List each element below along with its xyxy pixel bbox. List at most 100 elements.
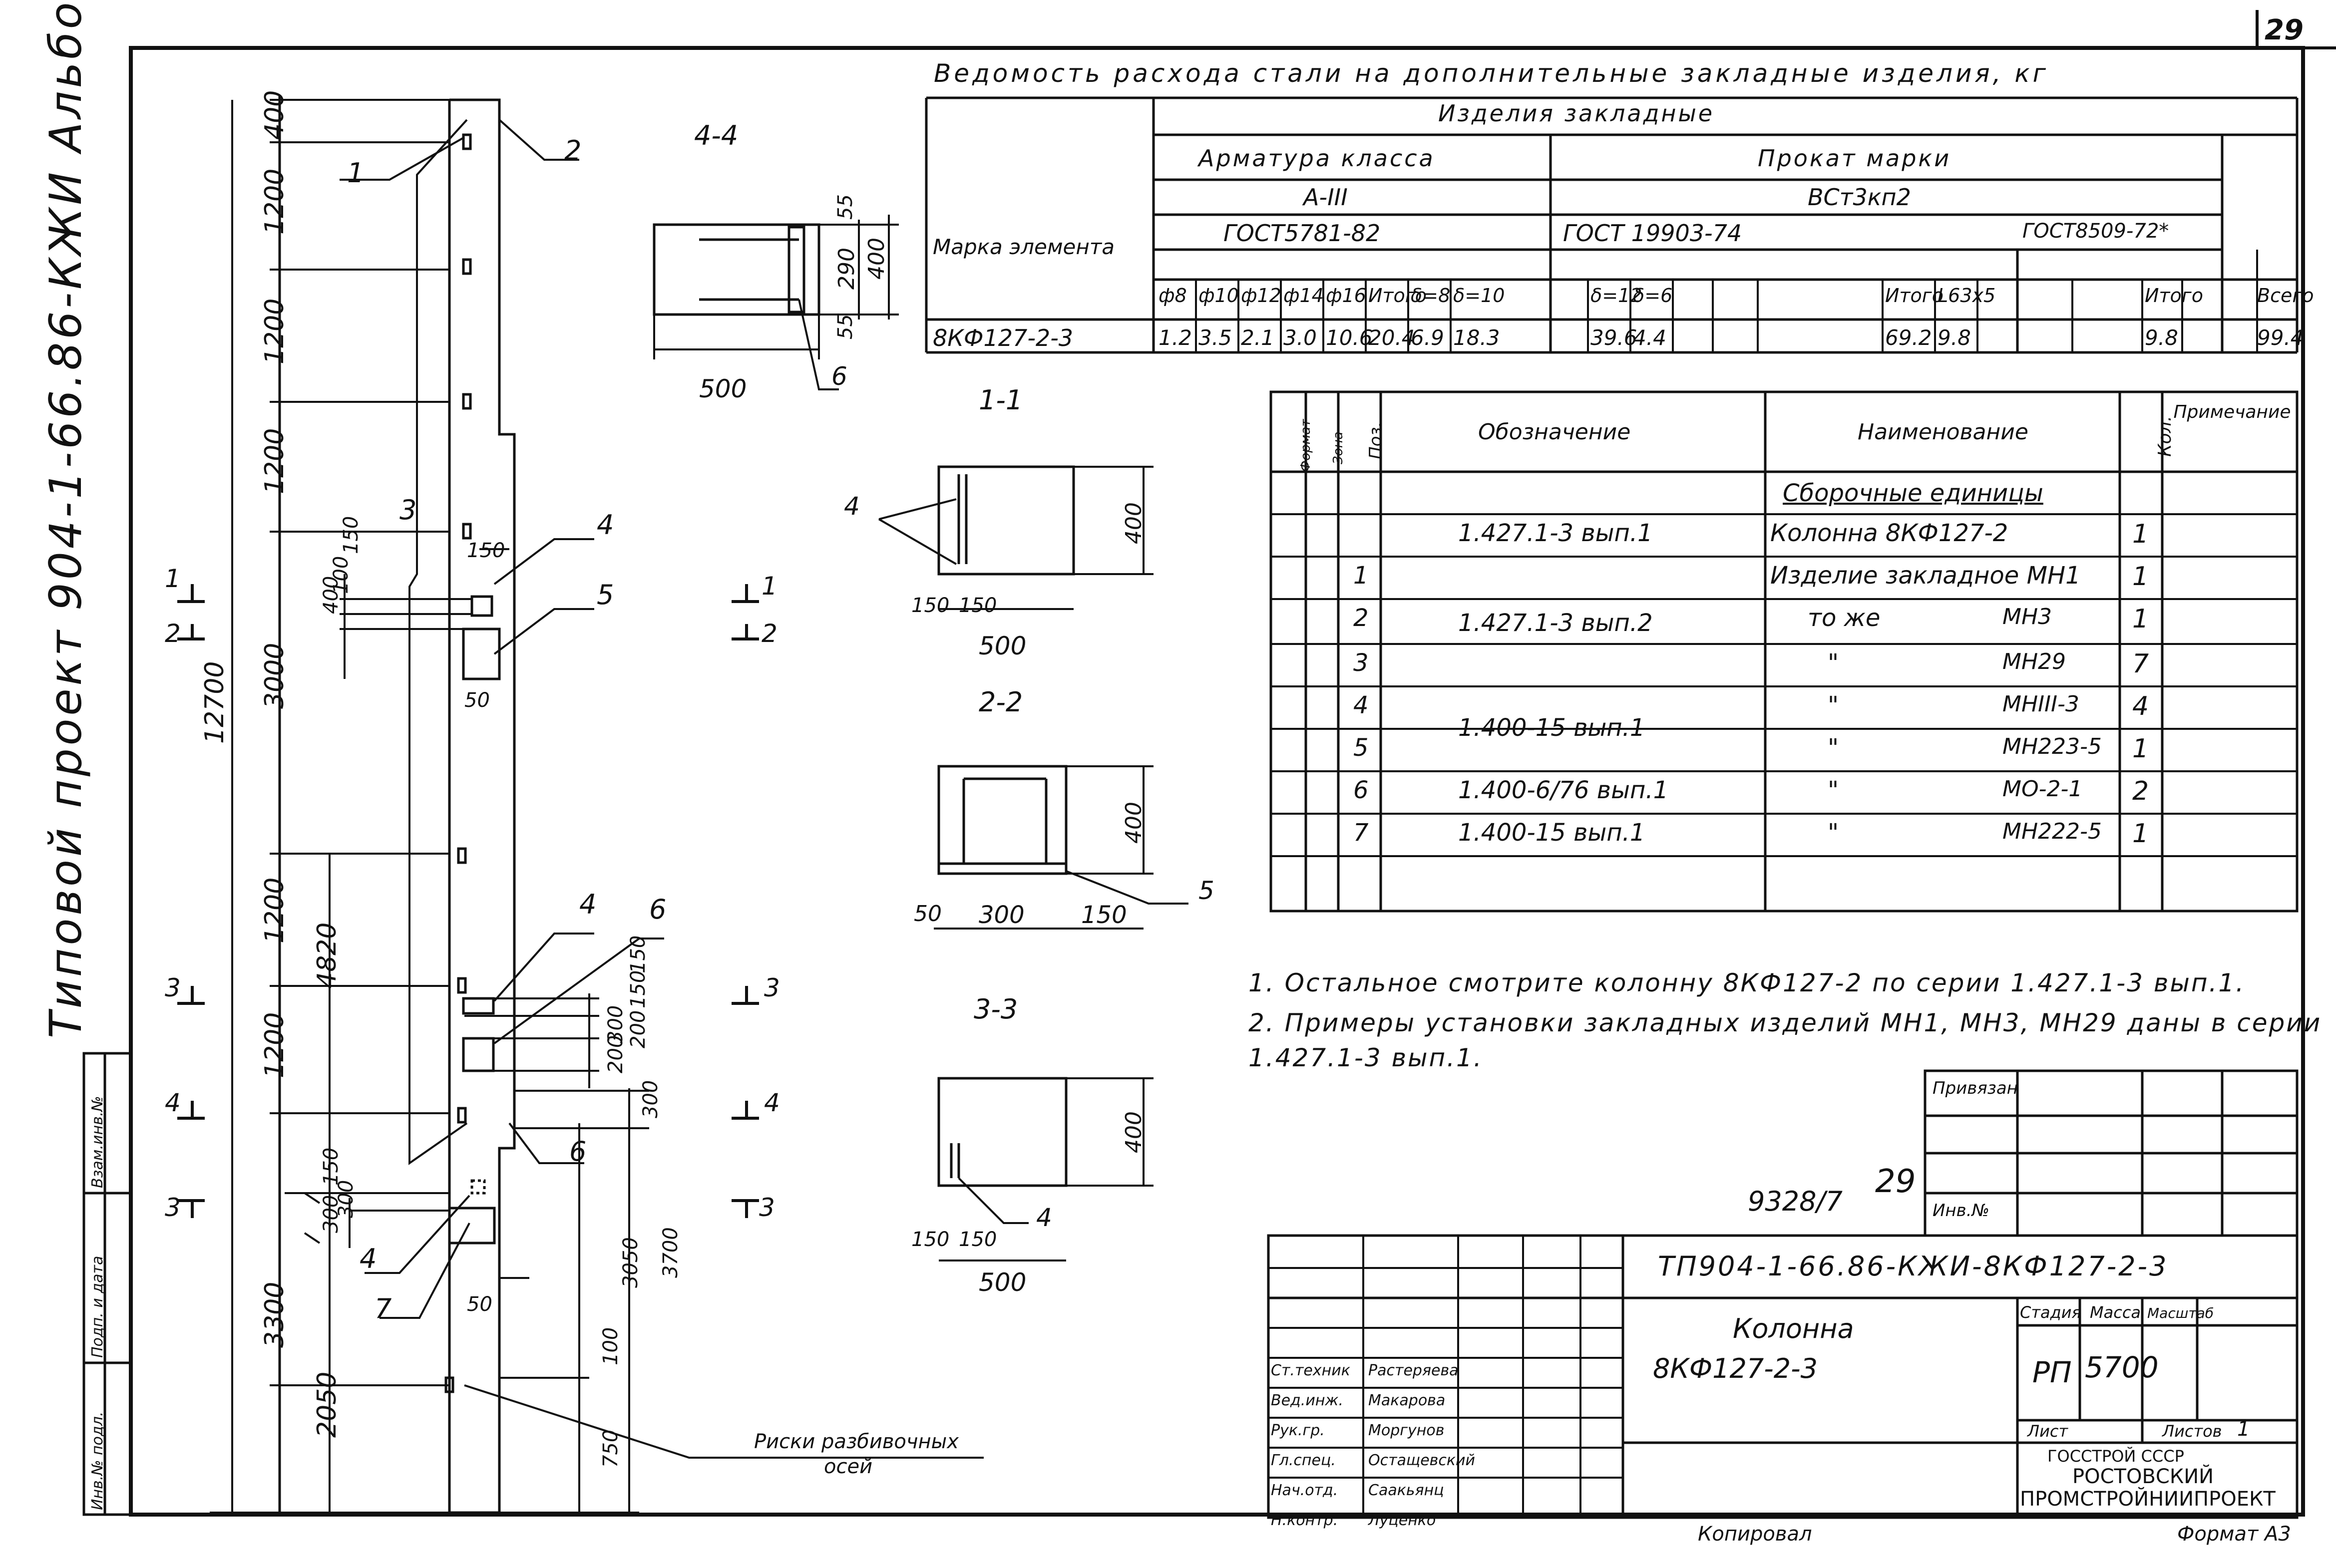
spec-mark: МН222-5 xyxy=(2002,819,2102,844)
steel-table-title: Ведомость расхода стали на дополнительны… xyxy=(934,59,2049,88)
steel-cell: 2.1 xyxy=(1241,325,1274,350)
note-2: 2. Примеры установки закладных изделий М… xyxy=(1248,1008,2322,1037)
elev-dim-left: 1200 xyxy=(260,168,290,235)
s22-dim-400: 400 xyxy=(1121,802,1147,844)
s44-dim-500: 500 xyxy=(699,374,747,403)
elev-callout: 6 xyxy=(569,1136,587,1167)
steel-cell: 69.2 xyxy=(1885,325,1932,350)
s22-dim-300: 300 xyxy=(979,901,1025,929)
left-stamp-signature-date: Подп. и дата xyxy=(89,1255,106,1358)
section-mark: 3 xyxy=(165,1193,181,1222)
steel-col-header: Итого xyxy=(2145,285,2204,307)
section-mark: 2 xyxy=(165,619,181,648)
steel-col-header: ф16 xyxy=(1326,285,1366,307)
spec-h-name: Наименование xyxy=(1858,419,2028,445)
tb-stage: РП xyxy=(2032,1355,2072,1389)
elev-callout: 1 xyxy=(347,157,365,189)
s33-dim-150a: 150 xyxy=(911,1228,950,1251)
staff-role: Нач.отд. xyxy=(1271,1482,1338,1499)
note-1: 1. Остальное смотрите колонну 8КФ127-2 п… xyxy=(1248,968,2246,997)
spec-h-zone: Зона xyxy=(1331,431,1346,464)
tb-sheet-h: Лист xyxy=(2027,1422,2068,1441)
steel-col-header: ф8 xyxy=(1159,285,1187,307)
plate-item-4 xyxy=(470,595,493,617)
s33-dim-400: 400 xyxy=(1121,1111,1147,1153)
s33-callout: 4 xyxy=(1036,1203,1052,1232)
steel-cell: 9.8 xyxy=(2145,325,2178,350)
section-4-4 xyxy=(653,215,899,390)
steel-col-header: ф10 xyxy=(1198,285,1239,307)
elev-dim-right: 150 xyxy=(467,539,505,562)
elev-dim-left: 1200 xyxy=(260,877,290,943)
spec-designation: 1.427.1-3 вып.1 xyxy=(1458,519,1653,547)
column-elevation xyxy=(177,95,984,1515)
spec-qty: 1 xyxy=(2132,604,2149,634)
spec-h-designation: Обозначение xyxy=(1478,419,1631,445)
spec-section: Сборочные единицы xyxy=(1783,479,2043,507)
elev-dim-right: 3050 xyxy=(619,1237,642,1288)
spec-name: Колонна 8КФ127-2 xyxy=(1770,519,2008,547)
spec-name: " xyxy=(1828,649,1839,677)
s22-dim-150: 150 xyxy=(1081,901,1127,929)
elev-dim-right: 750 xyxy=(599,1429,622,1468)
section-title-1-1: 1-1 xyxy=(979,384,1023,416)
side-title: Типовой проект 904-1-66.86-КЖИ Альбом 7 xyxy=(40,0,91,1038)
spec-qty: 7 xyxy=(2132,649,2149,679)
section-title-3-3: 3-3 xyxy=(974,993,1018,1025)
elev-callout: 5 xyxy=(597,579,614,611)
elev-dim-left: 1200 xyxy=(260,428,290,494)
steel-col-header: Всего xyxy=(2257,285,2314,307)
s11-callout: 4 xyxy=(844,492,860,521)
left-stamp-original-inv: Инв.№ подл. xyxy=(89,1411,106,1510)
steel-col-header: L63х5 xyxy=(1938,285,1996,307)
section-mark: 4 xyxy=(764,1088,780,1117)
tb-code: ТП904-1-66.86-КЖИ-8КФ127-2-3 xyxy=(1658,1251,2169,1282)
staff-role: Вед.инж. xyxy=(1271,1392,1343,1409)
steel-cell: 99.4 xyxy=(2257,325,2304,350)
section-mark: 3 xyxy=(165,973,181,1002)
spec-mark: МНIII-3 xyxy=(2002,691,2079,717)
steel-row-mark: 8КФ127-2-3 xyxy=(933,324,1074,351)
steel-col-header: ф12 xyxy=(1241,285,1281,307)
elev-dim-right: 200 xyxy=(627,1010,650,1048)
section-title-4-4: 4-4 xyxy=(694,120,739,151)
tb-org-3: ПРОМСТРОЙНИИПРОЕКТ xyxy=(2020,1488,2276,1511)
s22-callout: 5 xyxy=(1198,876,1214,905)
steel-cell: 4.4 xyxy=(1633,325,1666,350)
spec-pos: 7 xyxy=(1353,819,1369,847)
section-1-1 xyxy=(878,465,1154,610)
steel-table-group-header: Изделия закладные xyxy=(1438,100,1715,127)
tb-org-1: ГОССТРОЙ СССР xyxy=(2047,1447,2184,1466)
elev-dim-right: 3700 xyxy=(659,1227,682,1278)
copied-by: Копировал xyxy=(1698,1523,1812,1546)
spec-name: " xyxy=(1828,734,1839,762)
handwritten-no: 29 xyxy=(1875,1163,1916,1200)
tb-sheets: 1 xyxy=(2237,1418,2250,1441)
rolled-gost-2: ГОСТ8509-72* xyxy=(2022,220,2169,243)
steel-col-header: δ=10 xyxy=(1453,285,1505,307)
rebar-header: Арматура класса xyxy=(1198,145,1435,172)
s33-dim-150b: 150 xyxy=(959,1228,997,1251)
steel-cell: 10.6 xyxy=(1326,325,1373,350)
elev-dim-right: 100 xyxy=(599,1327,622,1365)
s11-dim-150a: 150 xyxy=(911,594,950,617)
section-3-3 xyxy=(937,1077,1154,1261)
plate-item-5 xyxy=(462,627,501,680)
spec-pos: 3 xyxy=(1353,649,1369,677)
elev-dim-left: 2050 xyxy=(312,1371,342,1438)
s44-dim-55b: 55 xyxy=(834,314,857,339)
elev-dim-right: 300 xyxy=(604,1005,627,1043)
elev-dim-left: 3000 xyxy=(260,642,290,709)
s44-dim-55a: 55 xyxy=(834,194,857,220)
spec-qty: 1 xyxy=(2132,562,2149,592)
spec-designation: 1.400-6/76 вып.1 xyxy=(1458,776,1669,804)
staff-role: Гл.спец. xyxy=(1271,1452,1336,1469)
staff-name: Макарова xyxy=(1368,1392,1446,1409)
rebar-gost: ГОСТ5781-82 xyxy=(1223,220,1381,247)
spec-pos: 1 xyxy=(1353,562,1369,590)
steel-col-header: δ=8 xyxy=(1411,285,1451,307)
steel-col-header: Итого xyxy=(1368,285,1427,307)
tb-name-1: Колонна xyxy=(1733,1313,1854,1344)
tb-name-2: 8КФ127-2-3 xyxy=(1653,1353,1818,1384)
elev-dim-right: 300 xyxy=(335,1180,358,1218)
